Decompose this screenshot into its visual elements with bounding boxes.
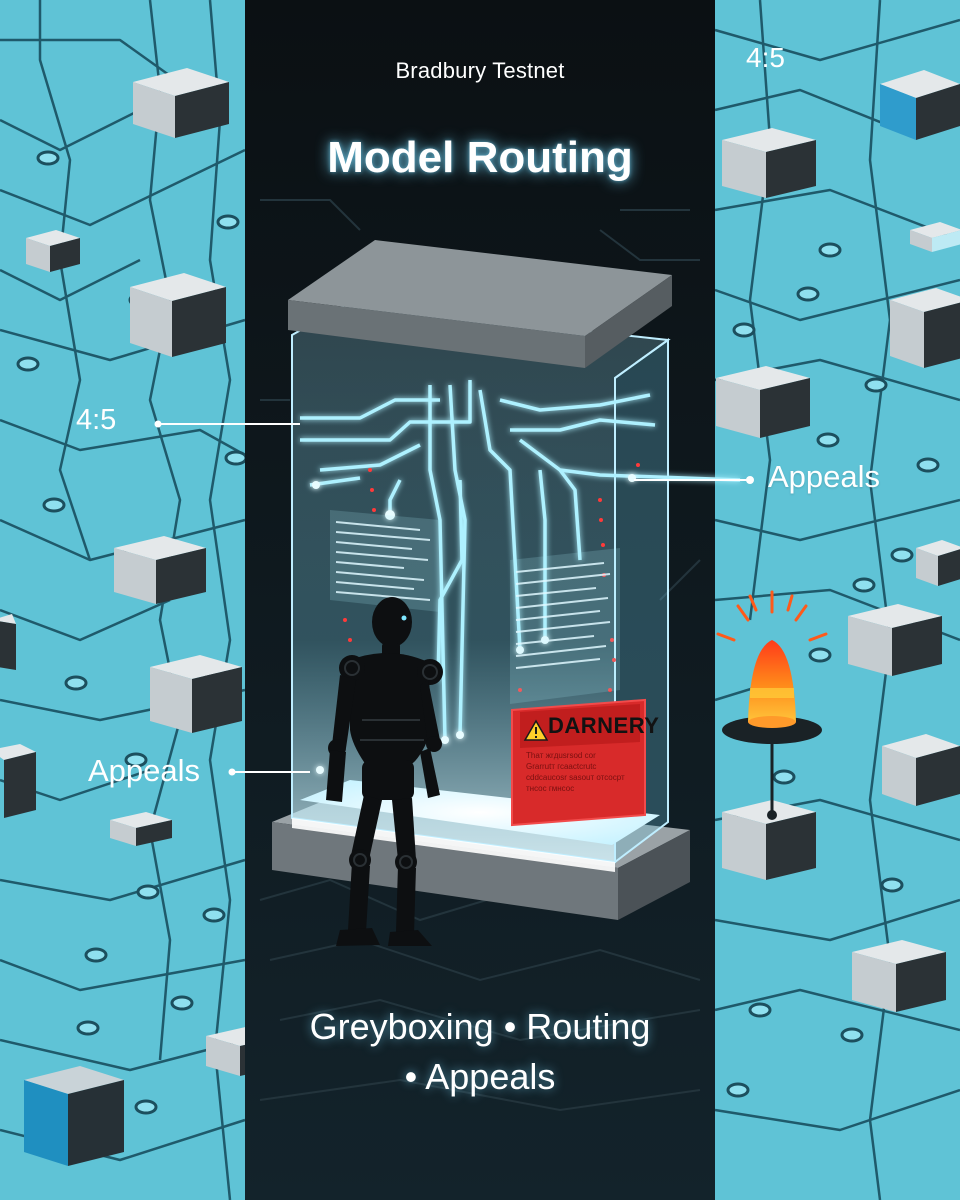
left-data-panel bbox=[330, 510, 440, 612]
chamber-lid bbox=[288, 240, 672, 368]
humanoid-robot-icon bbox=[326, 597, 443, 946]
warning-triangle-icon bbox=[523, 719, 549, 741]
center-circuit-lines bbox=[259, 199, 701, 1112]
left-appeals-callout: Appeals bbox=[88, 753, 201, 788]
robot-joints bbox=[344, 660, 438, 869]
right-data-panel bbox=[510, 548, 620, 704]
warning-sign-title: DARNERY bbox=[548, 713, 660, 738]
caption-line-2: • Appeals bbox=[404, 1056, 556, 1097]
aspect-ratio-label: 4:5 bbox=[746, 42, 785, 73]
glowing-circuit-traces bbox=[300, 380, 741, 741]
page-title: Model Routing bbox=[327, 133, 633, 182]
warning-sign bbox=[511, 698, 646, 827]
left-cubes bbox=[0, 68, 284, 1166]
leader-lines bbox=[154, 420, 754, 776]
right-node-dots bbox=[726, 242, 940, 1098]
robot-eye bbox=[401, 615, 407, 621]
alarm-beacon-icon bbox=[716, 590, 828, 820]
warning-sign-body: Thaт жrдusrsod соr Grаrrutт гсаасtсrutс … bbox=[526, 751, 625, 793]
network-label: Bradbury Testnet bbox=[395, 58, 565, 83]
right-appeals-callout: Appeals bbox=[768, 459, 881, 494]
right-cubes bbox=[716, 70, 960, 1012]
left-ratio-callout: 4:5 bbox=[76, 404, 117, 436]
caption-line-1: Greyboxing • Routing bbox=[309, 1006, 651, 1047]
blue-cube bbox=[24, 1066, 124, 1166]
